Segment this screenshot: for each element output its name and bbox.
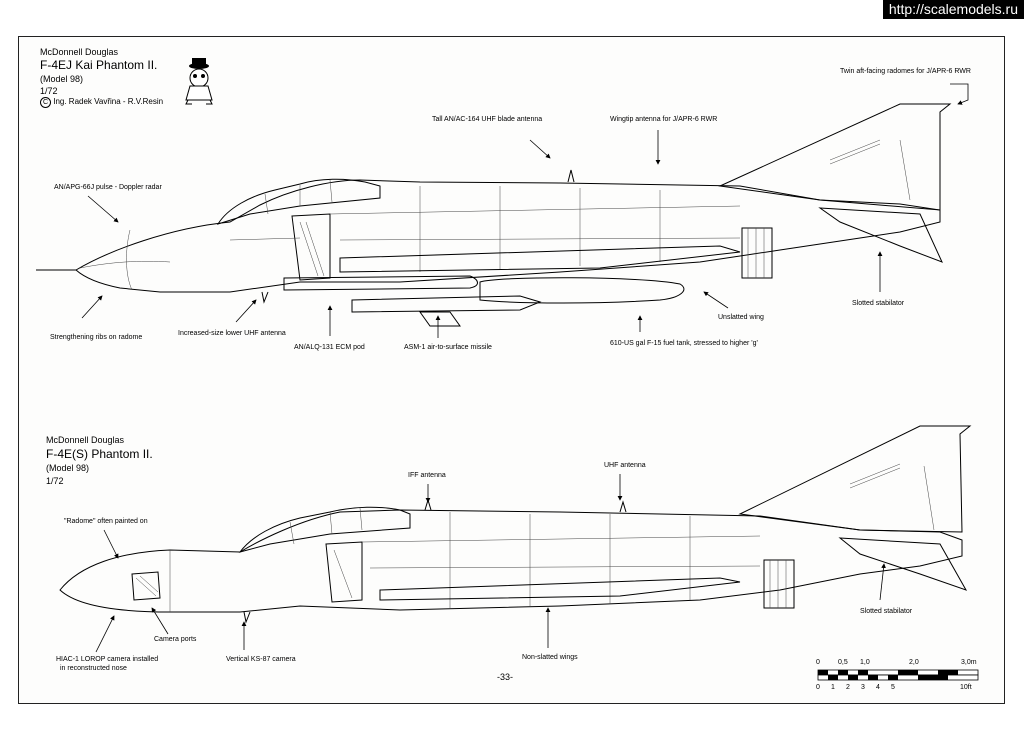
scale-feet-1: 1	[831, 684, 835, 691]
callout-camera-ports: Camera ports	[154, 636, 197, 643]
callout-wingtip-antenna: Wingtip antenna for J/APR-6 RWR	[610, 116, 718, 123]
bottom-maker: McDonnell Douglas	[46, 435, 125, 445]
top-callout-arrows	[81, 83, 969, 338]
callout-radar: AN/APG-66J pulse - Doppler radar	[54, 184, 162, 191]
callout-ks87: Vertical KS-87 camera	[226, 656, 296, 663]
scale-metric-3: 3,0m	[961, 659, 977, 666]
bottom-model: (Model 98)	[46, 463, 90, 473]
callout-missile: ASM-1 air-to-surface missile	[404, 344, 492, 351]
callout-uhf-blade: Tall AN/AC-164 UHF blade antenna	[432, 116, 543, 123]
callout-radome-painted: "Radome" often painted on	[64, 518, 148, 525]
drawing-sheet	[18, 36, 1005, 704]
scale-bar	[817, 669, 979, 681]
scale-feet-3: 3	[861, 684, 865, 691]
scale-feet-0: 0	[816, 684, 820, 691]
scale-feet-5: 5	[891, 684, 895, 691]
credit-text: Ing. Radek Vavřina - R.V.Resin	[53, 97, 164, 106]
callout-lorop-line2: in reconstructed nose	[60, 665, 127, 672]
callout-radome-ribs: Strengthening ribs on radome	[50, 334, 143, 341]
scale-metric-05: 0,5	[838, 659, 848, 666]
callout-ecm-pod: AN/ALQ-131 ECM pod	[294, 344, 365, 351]
callout-slotted-stabilator-top: Slotted stabilator	[852, 300, 905, 307]
f4es-profile	[59, 425, 972, 624]
callout-non-slatted-wings: Non-slatted wings	[522, 654, 578, 661]
page-number: -33-	[497, 672, 514, 682]
top-aircraft-name: F-4EJ Kai Phantom II.	[40, 58, 158, 72]
scale-metric-0: 0	[816, 659, 820, 666]
f4ej-profile	[36, 103, 952, 327]
callout-unslatted-wing: Unslatted wing	[718, 314, 764, 321]
callout-slotted-stabilator-bottom: Slotted stabilator	[860, 608, 913, 615]
scale-feet-10: 10ft	[960, 684, 972, 691]
top-model: (Model 98)	[40, 74, 84, 84]
top-scale: 1/72	[40, 86, 58, 96]
callout-rwr-radomes: Twin aft-facing radomes for J/APR-6 RWR	[840, 68, 971, 75]
callout-iff: IFF antenna	[408, 472, 446, 479]
callout-lorop-line1: HIAC-1 LOROP camera installed	[56, 656, 159, 663]
scale-metric-2: 2,0	[909, 659, 919, 666]
spy-mascot-logo	[185, 58, 213, 105]
callout-uhf: UHF antenna	[604, 462, 646, 469]
copyright-icon: C	[40, 97, 51, 108]
bottom-callout-arrows	[95, 474, 886, 653]
copyright-line: C Ing. Radek Vavřina - R.V.Resin	[40, 97, 163, 108]
bottom-scale: 1/72	[46, 476, 64, 486]
scale-metric-1: 1,0	[860, 659, 870, 666]
scale-feet-2: 2	[846, 684, 850, 691]
bottom-aircraft-name: F-4E(S) Phantom II.	[46, 447, 153, 461]
callout-fuel-tank: 610-US gal F-15 fuel tank, stressed to h…	[610, 340, 758, 347]
watermark[interactable]: http://scalemodels.ru	[882, 0, 1024, 19]
callout-lower-uhf: Increased-size lower UHF antenna	[178, 330, 286, 337]
top-maker: McDonnell Douglas	[40, 47, 119, 57]
scale-feet-4: 4	[876, 684, 880, 691]
